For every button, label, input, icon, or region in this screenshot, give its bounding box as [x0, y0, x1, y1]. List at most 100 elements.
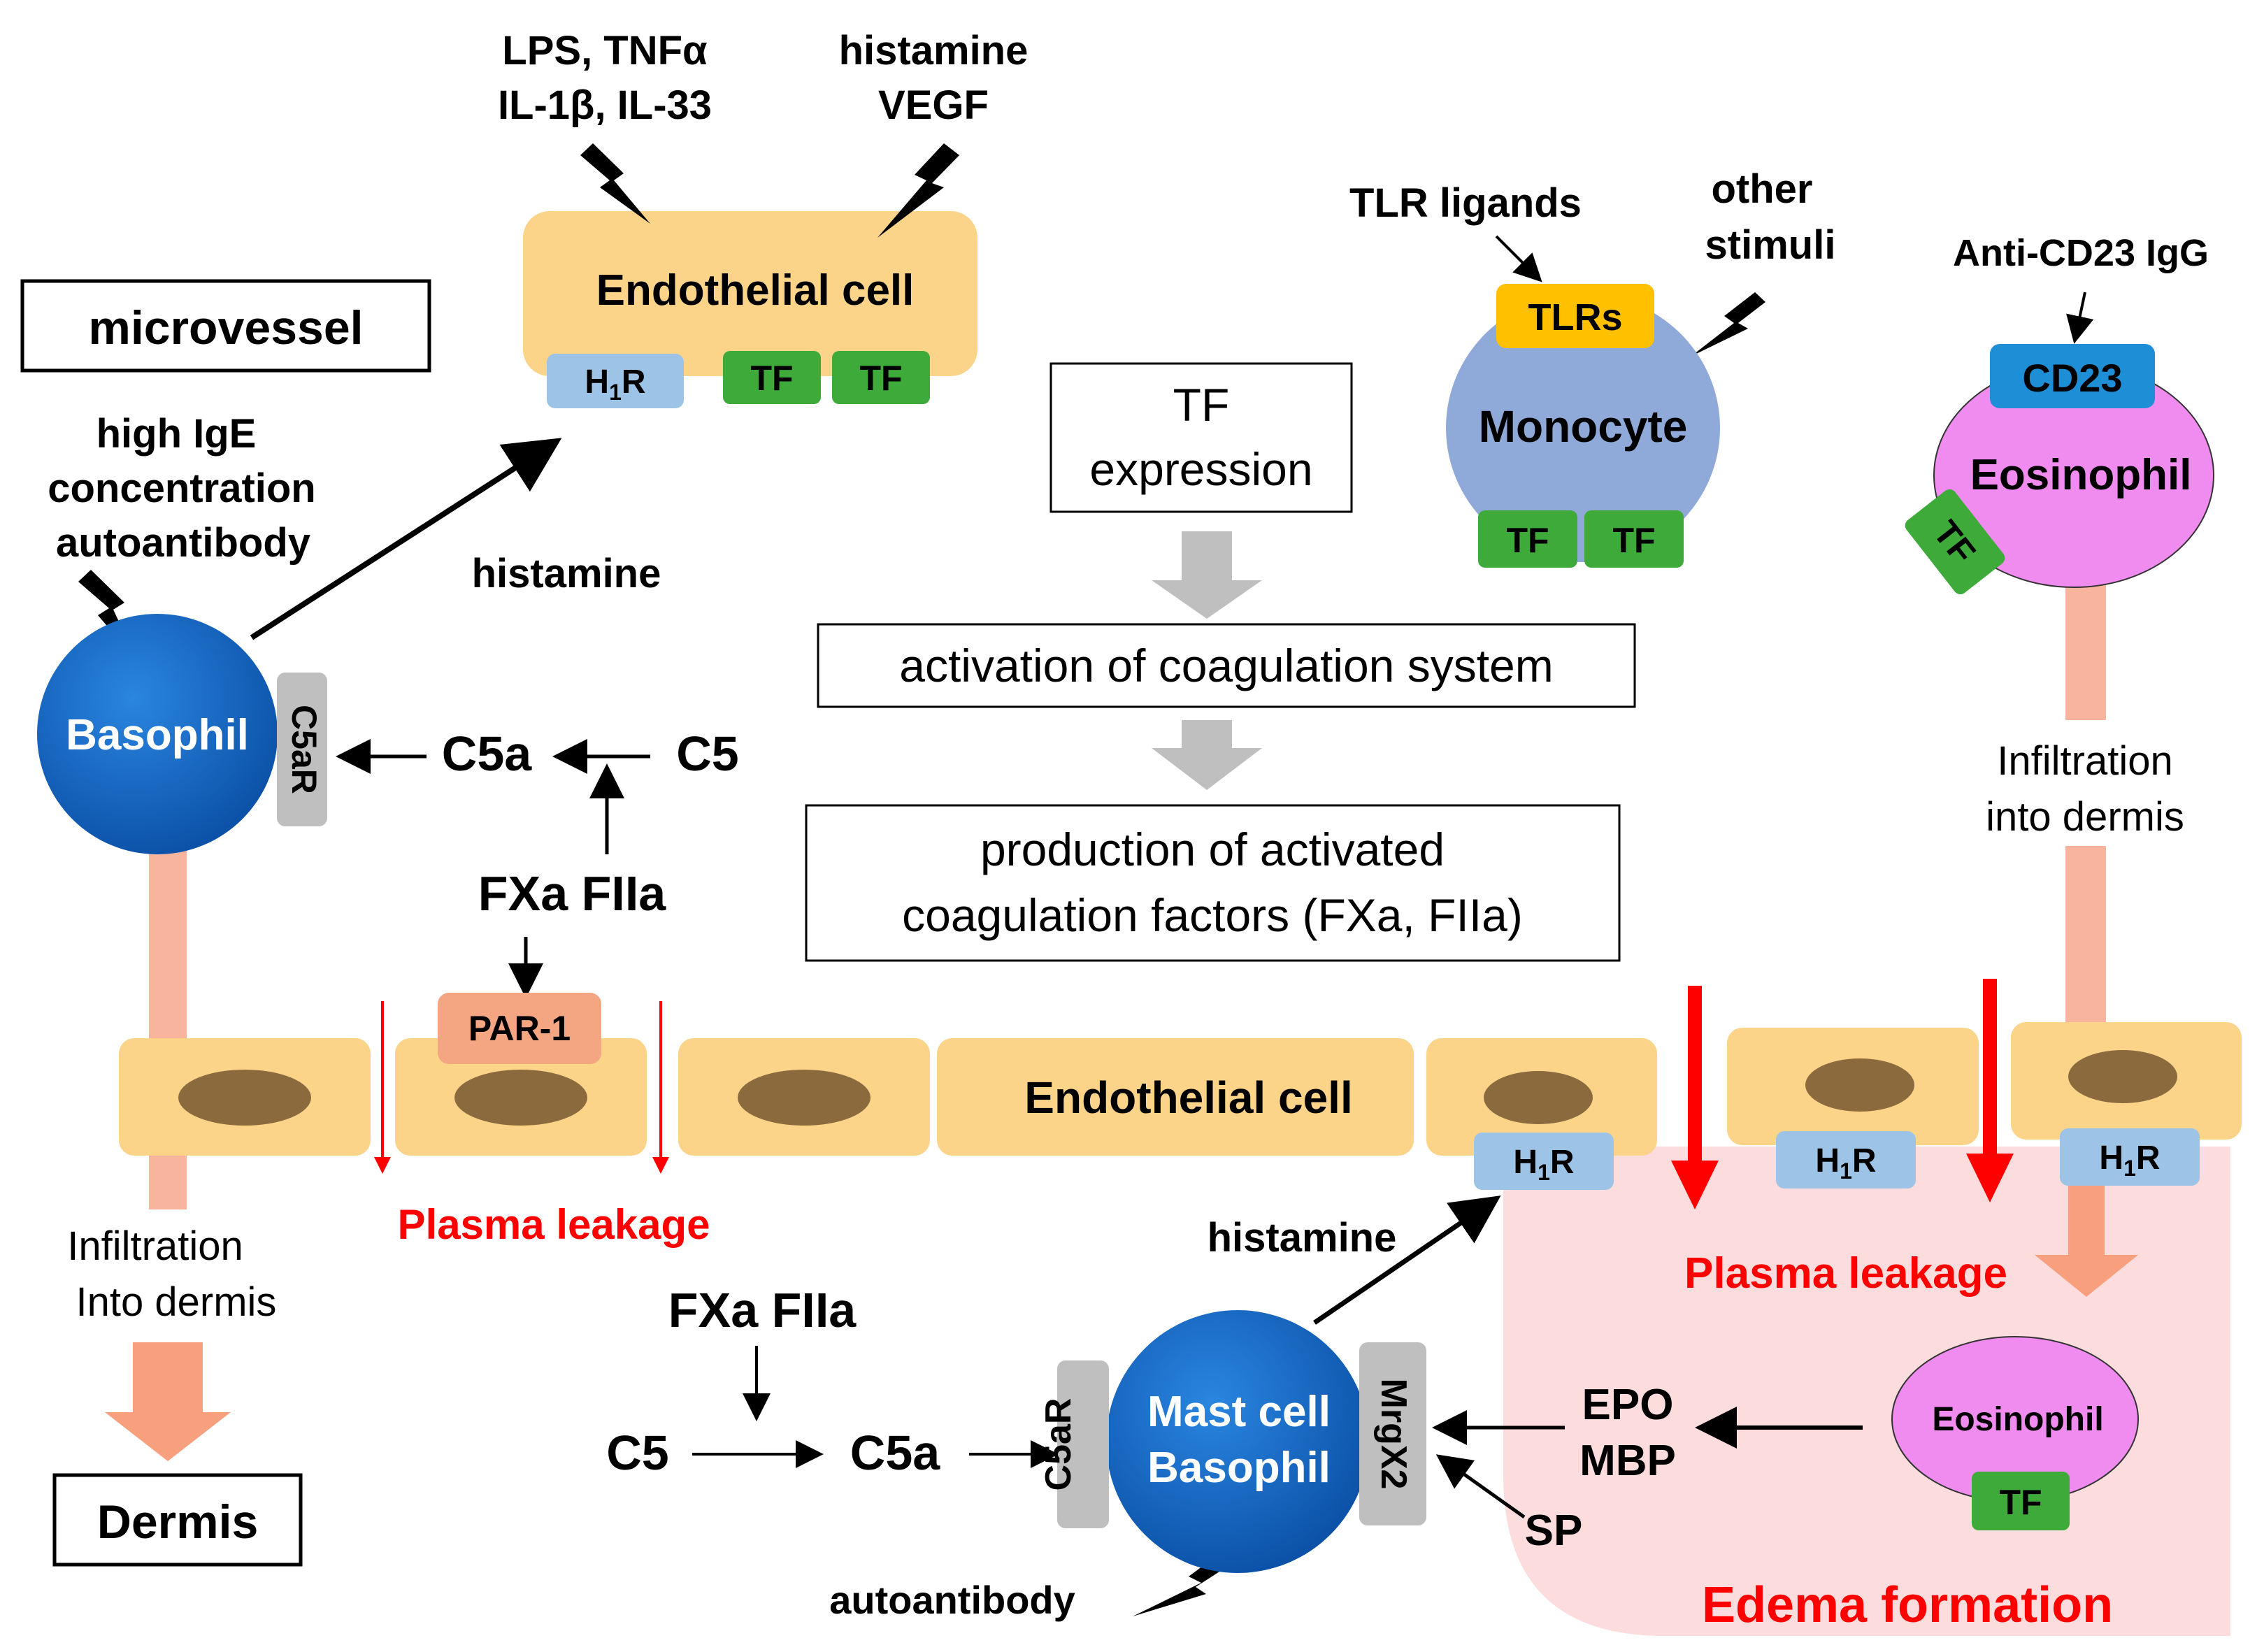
par1-receptor: [438, 993, 601, 1064]
infiltration-left-line2: Into dermis: [76, 1279, 277, 1325]
endothelial-cell-top-label: Endothelial cell: [596, 266, 915, 315]
histamine-arrow-top: [250, 438, 562, 640]
mast-cell-label: Mast cell: [1147, 1388, 1331, 1436]
svg-text:H1R: H1R: [2099, 1140, 2160, 1181]
dermis-label: Dermis: [97, 1495, 259, 1549]
tlrs-receptor: [1496, 284, 1654, 348]
lightning-icon-lps: [580, 143, 650, 224]
svg-text:H1R: H1R: [585, 364, 645, 405]
infiltration-right-line1: Infiltration: [1997, 738, 2172, 784]
leak-arrow-right-1-head: [1671, 1161, 1719, 1209]
microvessel-label: microvessel: [88, 301, 363, 354]
il1b-il33-label: IL-1β, IL-33: [498, 82, 712, 128]
tf-expression-box: [1049, 362, 1353, 513]
h1r-receptor-top: [547, 354, 684, 408]
par1-label: PAR-1: [468, 1009, 571, 1048]
infiltration-band-right-mid: [2065, 846, 2106, 1028]
leak-arrow-right-2-head: [1966, 1154, 2014, 1202]
mrgx2-receptor: [1359, 1342, 1426, 1525]
tf-top-1-label: TF: [750, 359, 793, 398]
h1r-1-tail: R: [1550, 1144, 1575, 1181]
basophil-label: Basophil: [66, 711, 249, 759]
h1r-1-sub: 1: [1538, 1160, 1550, 1185]
nucleus-2: [454, 1070, 587, 1126]
endothelial-cell-top: [523, 211, 977, 376]
h1r-1-label: H: [1513, 1144, 1538, 1181]
h1r-3-tail: R: [2136, 1140, 2161, 1177]
cd23-label: CD23: [2022, 356, 2122, 400]
dermis-box: [52, 1473, 303, 1567]
monocyte-label: Monocyte: [1479, 401, 1688, 452]
tf-expression-line1: TF: [1173, 379, 1230, 431]
basophil-cell: [37, 614, 278, 854]
microvessel-box: [20, 279, 431, 373]
concentration-label: concentration: [48, 466, 316, 511]
stimuli-label: stimuli: [1705, 222, 1836, 268]
production-line2: coagulation factors (FXa, FIIa): [902, 889, 1523, 941]
lightning-icon-vegf: [877, 143, 959, 238]
c5-top-label: C5: [676, 726, 738, 781]
c5ar-receptor-top: [277, 673, 327, 826]
c5ar-top-label: C5aR: [285, 705, 324, 794]
tf-eosinophil-bottom-label: TF: [1999, 1483, 2042, 1522]
h1r-receptor-1: [1474, 1133, 1614, 1190]
svg-text:H1R: H1R: [1815, 1142, 1876, 1184]
leak-arrow-right-1-shaft: [1688, 986, 1702, 1164]
c5ar-bottom-label: C5aR: [1038, 1398, 1079, 1491]
eosinophil-top-label: Eosinophil: [1970, 451, 2192, 499]
anti-cd23-label: Anti-CD23 IgG: [1953, 232, 2209, 274]
endothelial-layer: Endothelial cell: [119, 1022, 2242, 1156]
h1r-receptor-3: [2060, 1128, 2200, 1186]
h1r-2-tail: R: [1852, 1142, 1877, 1179]
infiltration-left-line1: Infiltration: [67, 1223, 243, 1269]
activation-box: [817, 623, 1636, 708]
tf-top-1: [723, 351, 821, 404]
activation-label: activation of coagulation system: [899, 640, 1554, 691]
epo-label: EPO: [1582, 1381, 1674, 1429]
high-ige-label: high IgE: [96, 411, 257, 457]
leak-arrow-right-2-shaft: [1983, 979, 1997, 1157]
plasma-leakage-left-label: Plasma leakage: [398, 1201, 710, 1248]
monocyte-cell: [1446, 294, 1720, 562]
histamine-top-label: histamine: [839, 28, 1029, 73]
tf-eosinophil-bottom: [1972, 1472, 2070, 1530]
tlr-ligands-arrow: [1495, 235, 1542, 282]
nucleus-1: [178, 1070, 311, 1126]
h1r-3-label: H: [2099, 1140, 2123, 1177]
edema-formation-label: Edema formation: [1702, 1577, 2113, 1633]
nucleus-3: [738, 1070, 871, 1126]
tf-monocyte-2: [1584, 510, 1684, 568]
lps-tnfa-label: LPS, TNFα: [502, 28, 708, 73]
svg-text:H1R: H1R: [1513, 1144, 1574, 1185]
sp-label: SP: [1525, 1507, 1583, 1555]
autoantibody-top-label: autoantibody: [56, 520, 310, 566]
h1r-3-sub: 1: [2123, 1156, 2136, 1181]
fxa-fiia-top-label: FXa FIIa: [478, 866, 666, 921]
infiltration-arrow-left: [105, 1342, 231, 1461]
tf-monocyte-1: [1478, 510, 1577, 568]
h1r-receptor-2: [1776, 1131, 1916, 1188]
h1r-2-sub: 1: [1840, 1158, 1852, 1184]
mrgx2-label: MrgX2: [1373, 1379, 1414, 1490]
tf-eosinophil-top: TF: [1905, 489, 2005, 595]
c5ar-receptor-bottom: [1057, 1360, 1109, 1528]
infiltration-right-line2: into dermis: [1986, 794, 2184, 840]
tf-expression-line2: expression: [1089, 443, 1312, 495]
plasma-leakage-right-label: Plasma leakage: [1684, 1249, 2007, 1298]
infiltration-band-right-top: [2065, 580, 2106, 720]
h1r-top-sub: 1: [609, 380, 622, 405]
flow-arrow-1: [1152, 531, 1262, 619]
nucleus-6: [1805, 1058, 1914, 1112]
c5-bottom-label: C5: [606, 1425, 668, 1480]
endothelial-cell-mid-label: Endothelial cell: [1024, 1072, 1352, 1123]
h1r-2-label: H: [1815, 1142, 1840, 1179]
autoantibody-bottom-label: autoantibody: [829, 1578, 1075, 1622]
histamine-arrow-bottom: [1313, 1195, 1501, 1325]
h1r-top-tail: R: [622, 364, 646, 401]
c5a-top-label: C5a: [442, 726, 532, 781]
production-line1: production of activated: [980, 824, 1445, 875]
tf-top-2: [832, 351, 930, 404]
histamine-mid-label: histamine: [472, 551, 661, 596]
c5a-bottom-label: C5a: [850, 1425, 940, 1480]
